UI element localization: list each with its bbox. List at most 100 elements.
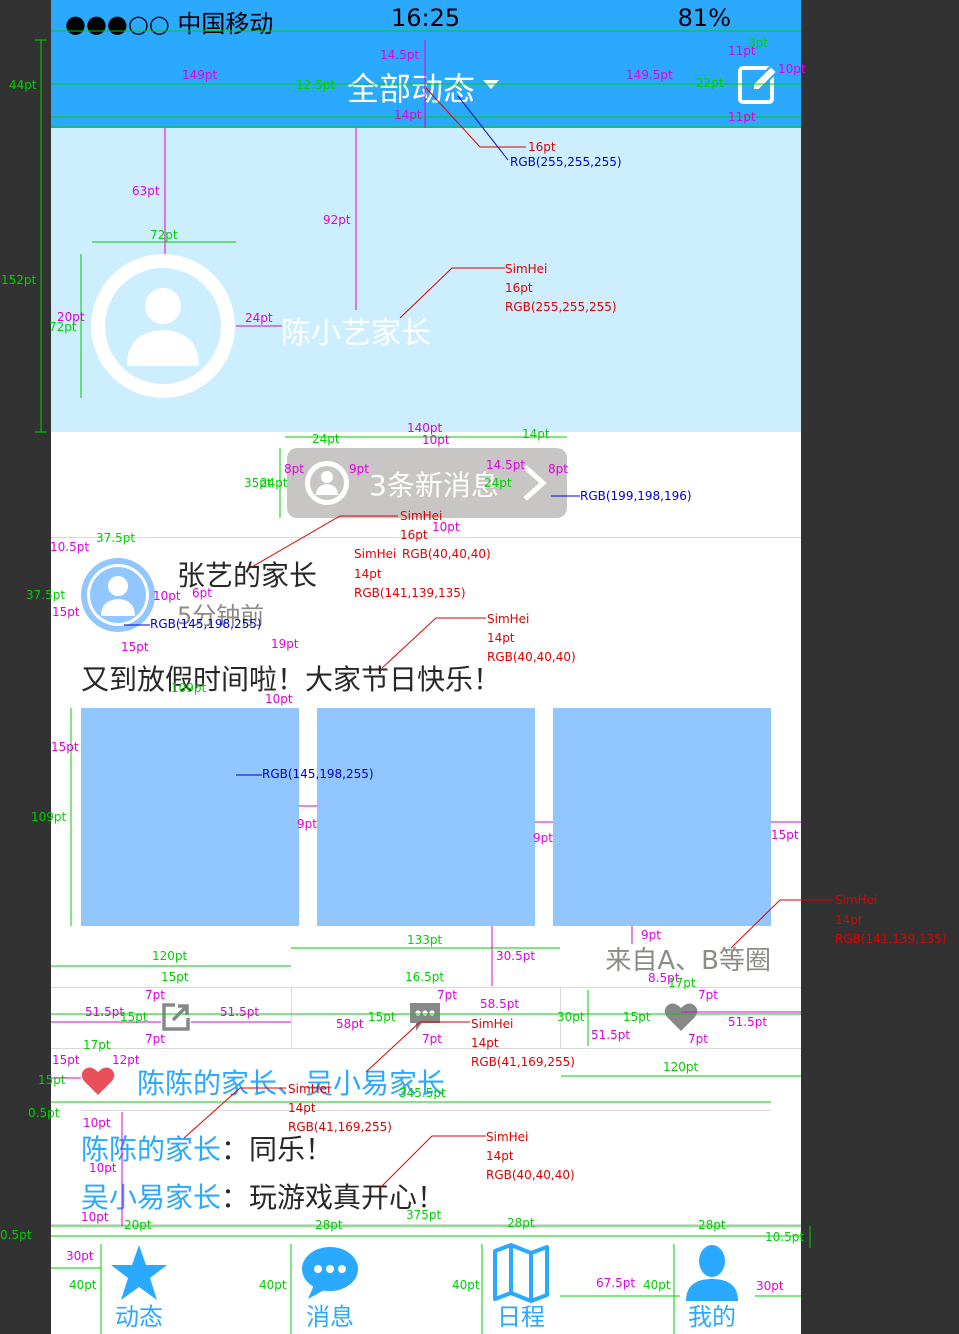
annotation: 22pt — [696, 76, 724, 90]
annotation: 51.5pt — [85, 1005, 125, 1019]
edit-icon[interactable] — [737, 62, 781, 106]
avatar[interactable] — [91, 254, 235, 398]
annotation: 40pt — [643, 1278, 671, 1292]
annotation: 9pt — [349, 462, 369, 476]
annotation: 28pt — [507, 1216, 535, 1230]
annotation: 44pt — [9, 78, 37, 92]
annotation: 40pt — [259, 1278, 287, 1292]
annotation: 15pt — [121, 640, 149, 654]
clock: 16:25 — [391, 4, 461, 32]
heart-icon — [664, 1003, 698, 1031]
annotation: 15pt — [38, 1073, 66, 1087]
annotation: 14.5pt — [486, 458, 526, 472]
post-image[interactable] — [553, 708, 771, 926]
divider — [291, 988, 292, 1048]
post-author-avatar[interactable] — [81, 558, 155, 632]
annotation: 58pt — [336, 1017, 364, 1031]
chevron-down-icon[interactable] — [483, 80, 499, 89]
annotation: 24pt — [312, 432, 340, 446]
annotation: 72pt — [49, 320, 77, 334]
annotation: 10.5pt — [50, 540, 90, 554]
annotation: 8pt — [548, 462, 568, 476]
annotation: 9pt — [641, 928, 661, 942]
chevron-right-icon — [523, 465, 547, 501]
annotation: 375pt — [406, 1208, 442, 1222]
annotation: 6pt — [192, 586, 212, 600]
share-button[interactable] — [51, 988, 291, 1048]
annotation: 10pt — [89, 1161, 117, 1175]
divider — [560, 988, 561, 1048]
new-messages-label: 3条新消息 — [369, 469, 499, 502]
annotation: 40pt — [69, 1278, 97, 1292]
annotation: 14.5pt — [380, 48, 420, 62]
annotation: 20pt — [57, 310, 85, 324]
annotation: 30pt — [756, 1279, 784, 1293]
annotation: 63pt — [132, 184, 160, 198]
heart-icon — [81, 1067, 115, 1095]
post-image[interactable] — [317, 708, 535, 926]
annotation: 10pt — [83, 1116, 111, 1130]
annotation: 15pt — [368, 1010, 396, 1024]
post-text: 又到放假时间啦！大家节日快乐！ — [81, 663, 502, 696]
tab-feed[interactable]: 动态 — [79, 1225, 199, 1334]
annotation: 67.5pt — [596, 1276, 636, 1290]
annotation: 92pt — [323, 213, 351, 227]
comment-author[interactable]: 陈陈的家长 — [81, 1133, 222, 1166]
annotation: SimHei — [505, 262, 548, 276]
annotation: 17pt — [83, 1038, 111, 1052]
annotation: 7pt — [145, 1032, 165, 1046]
annotation: 30.5pt — [496, 949, 536, 963]
tab-me[interactable]: 我的 — [652, 1225, 772, 1334]
annotation: 15pt — [771, 828, 799, 842]
annotation: SimHei — [835, 893, 878, 907]
tab-label: 消息 — [306, 1303, 354, 1331]
annotation: 0.5pt — [28, 1106, 60, 1120]
tab-messages[interactable]: 消息 — [270, 1225, 390, 1334]
new-messages-button[interactable]: 3条新消息 — [287, 448, 567, 518]
annotation: 12.5pt — [296, 78, 336, 92]
annotation: 3pt — [748, 36, 768, 50]
annotation: 14pt — [487, 631, 515, 645]
annotation: 7pt — [698, 988, 718, 1002]
comment-separator: ： — [221, 1181, 250, 1214]
like-button[interactable] — [561, 988, 801, 1048]
annotation: 15pt — [623, 1010, 651, 1024]
annotation: 345.5pt — [399, 1086, 446, 1100]
annotation: RGB(40,40,40) — [402, 547, 491, 561]
annotation: RGB(255,255,255) — [510, 155, 622, 169]
feed-filter-title[interactable]: 全部动态 — [347, 70, 476, 108]
annotation: 24pt — [484, 476, 512, 490]
annotation: RGB(141,139,135) — [354, 586, 466, 600]
carrier-label: ●●●○○ 中国移动 — [65, 10, 274, 38]
annotation: 15pt — [120, 1010, 148, 1024]
annotation: 11pt — [728, 110, 756, 124]
battery-level: 81% — [677, 4, 731, 32]
annotation: 10pt — [265, 692, 293, 706]
annotation: RGB(41,169,255) — [471, 1055, 575, 1069]
annotation: 140pt — [407, 421, 443, 435]
annotation: 14pt — [471, 1036, 499, 1050]
map-icon — [493, 1243, 549, 1303]
annotation: 24pt — [245, 311, 273, 325]
annotation: 15pt — [52, 605, 80, 619]
person-icon — [686, 1245, 738, 1301]
tab-label: 动态 — [115, 1303, 163, 1331]
tab-label: 我的 — [688, 1303, 736, 1331]
annotation: 14pt — [522, 427, 550, 441]
annotation: 9pt — [297, 817, 317, 831]
tab-bar: 动态 消息 日程 我的 — [51, 1224, 801, 1334]
tab-schedule[interactable]: 日程 — [461, 1225, 581, 1334]
annotation: 14pt — [288, 1101, 316, 1115]
annotation: 16pt — [505, 281, 533, 295]
star-icon — [111, 1245, 167, 1300]
annotation: 24pt — [260, 476, 288, 490]
annotation: 0.5pt — [0, 1228, 32, 1242]
post-source: 来自A、B等圈 — [605, 946, 771, 976]
annotation: 40pt — [452, 1278, 480, 1292]
annotation: 10pt — [432, 520, 460, 534]
annotation: 10pt — [153, 589, 181, 603]
post-image[interactable] — [81, 708, 299, 926]
annotation: RGB(145,198,255) — [262, 767, 374, 781]
annotation: SimHei — [486, 1130, 529, 1144]
comment-author[interactable]: 吴小易家长 — [81, 1181, 222, 1214]
